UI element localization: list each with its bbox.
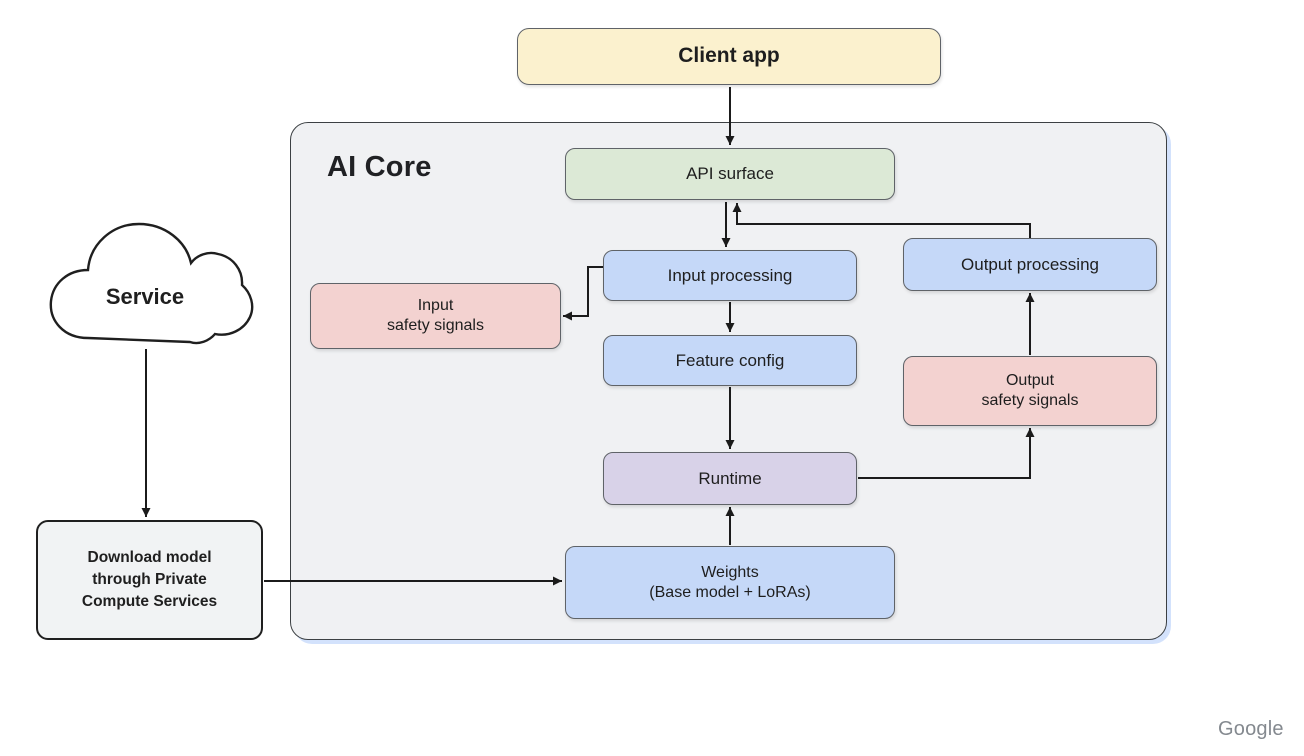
node-download-model: Download model through Private Compute S… [36,520,263,640]
node-download-line3: Compute Services [81,592,218,610]
node-api-surface: API surface [565,148,895,200]
node-output-safety-line2: safety signals [981,392,1079,409]
node-feature-config: Feature config [603,335,857,386]
node-feature-config-label: Feature config [675,350,785,370]
node-api-surface-label: API surface [686,164,774,184]
node-output-processing-label: Output processing [961,254,1099,274]
node-input-safety-line2: safety signals [387,317,484,334]
node-output-processing: Output processing [903,238,1157,291]
node-weights-line1: Weights [701,563,759,581]
ai-core-title: AI Core [327,151,432,183]
node-client-app-label: Client app [678,44,780,68]
node-output-safety-line1: Output [1005,372,1055,389]
service-cloud-icon [49,222,254,345]
node-input-processing: Input processing [603,250,857,301]
node-download-line2: through Private [92,571,207,589]
node-input-safety-signals: Input safety signals [310,283,561,349]
node-output-safety-signals: Output safety signals [903,356,1157,426]
node-weights-line2: (Base model + LoRAs) [649,583,811,601]
node-client-app: Client app [517,28,941,85]
node-download-line1: Download model [87,549,212,567]
node-runtime: Runtime [603,452,857,505]
node-input-safety-line1: Input [417,297,454,314]
node-service-label: Service [105,284,185,309]
node-input-processing-label: Input processing [667,265,793,285]
node-runtime-label: Runtime [698,468,762,488]
node-weights: Weights (Base model + LoRAs) [565,546,895,619]
google-logo: Google [1218,718,1284,740]
